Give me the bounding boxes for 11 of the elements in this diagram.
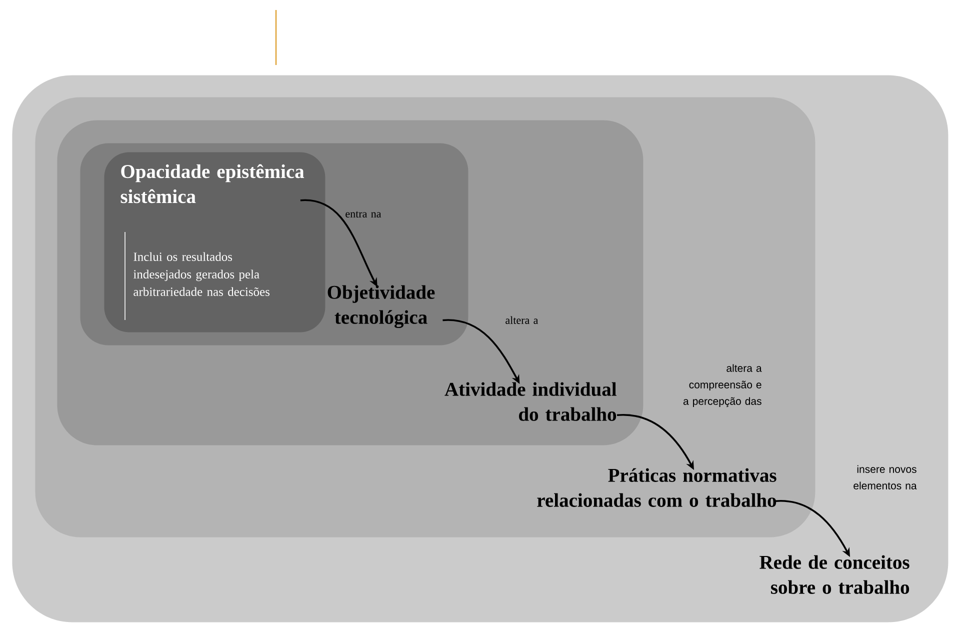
node-title: Práticas normativas relacionadas com o trabalho [537, 468, 776, 507]
node-title: Atividade individual do trabalho [444, 382, 616, 421]
nested-box [104, 152, 326, 332]
edge-label: entra na [346, 211, 382, 218]
edge-label: altera a compreensão e a percepção das [683, 364, 762, 408]
edge-label: insere novos elementos na [854, 465, 917, 490]
node-title: Opacidade epistêmica sistêmica [120, 164, 304, 204]
description-text: Inclui os resultados indesejados gerados pela arbitrariedade nas decisões [133, 252, 270, 296]
edge-label: altera a [506, 316, 538, 324]
node-title: Rede de conceitos sobre o trabalho [760, 555, 910, 594]
node-title: Objetividade tecnológica [328, 285, 435, 328]
